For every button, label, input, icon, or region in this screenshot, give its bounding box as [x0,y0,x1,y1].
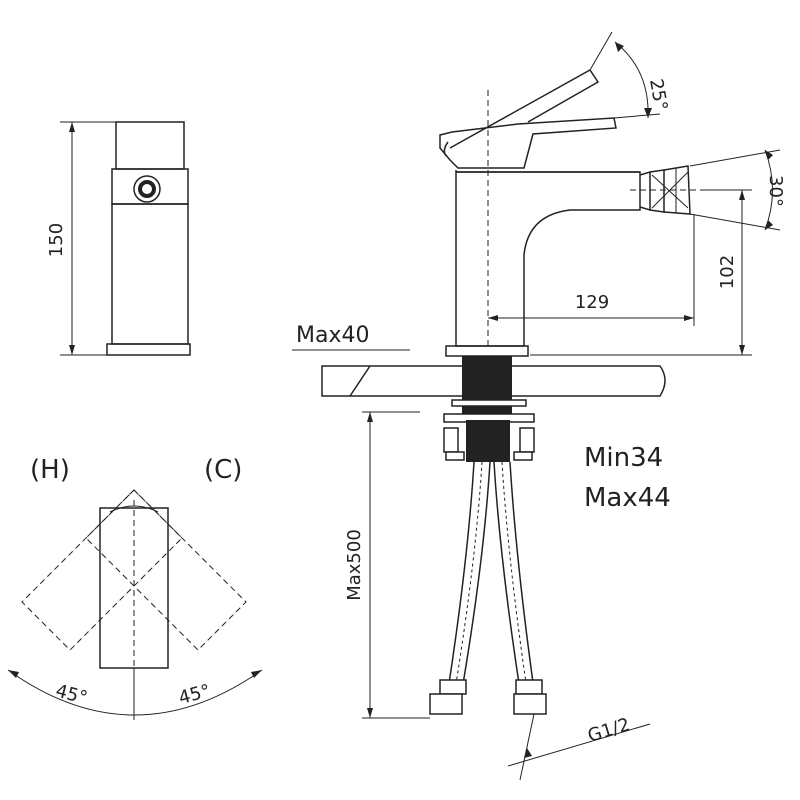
dim-spout-reach: 129 [575,292,609,313]
base-ring [445,345,529,357]
lever-handle [439,117,617,169]
dim-deck-max: Max40 [296,323,369,348]
front-view: 150 [46,121,191,356]
dim-height-total: 150 [46,223,67,257]
dim-clamp-max: Max44 [584,483,671,513]
front-body [111,203,189,345]
dim-spout-height: 102 [717,255,738,289]
dim-hose-length: Max500 [344,529,365,601]
lever-rotated-right [85,489,247,651]
rotation-view: (H) (C) 45° 45° [7,455,263,720]
label-hot: (H) [30,455,70,485]
braided-hoses [429,461,547,715]
countertop [321,365,666,397]
dim-lever-angle: 25° [645,77,671,112]
cartridge-grille-icon [133,175,161,203]
threaded-shank [443,356,535,462]
dim-aerator-angle: 30° [765,175,786,207]
label-cold: (C) [204,455,242,485]
dim-rotation-right: 45° [176,680,212,709]
lever-rotated-left [21,489,183,651]
faucet-body [455,170,641,347]
front-lever-block [115,121,185,170]
dim-thread: G1/2 [585,714,632,747]
dim-clamp-min: Min34 [584,443,663,473]
dim-rotation-left: 45° [53,680,89,709]
front-base [106,343,191,356]
side-view: 25° 30° 102 129 Max40 [292,31,786,781]
